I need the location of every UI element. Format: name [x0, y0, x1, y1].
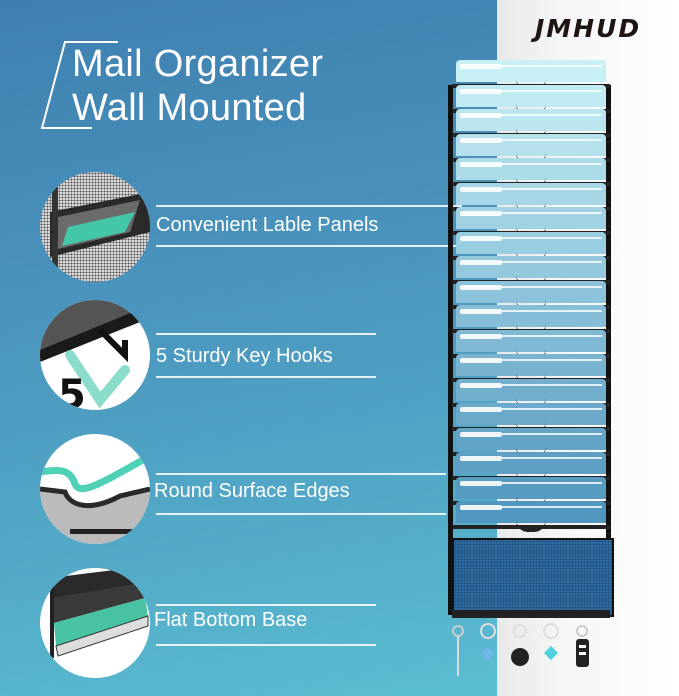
divider: [156, 644, 376, 646]
folder-tray: [456, 60, 606, 82]
bottom-tray: [452, 538, 614, 617]
feature-label: Round Surface Edges: [154, 480, 350, 502]
folder-tray: [456, 305, 606, 327]
folder-tray: [456, 280, 606, 303]
key-rail: [452, 610, 610, 618]
feature-label: 5 Sturdy Key Hooks: [156, 345, 333, 367]
frame-right: [606, 85, 611, 615]
folder-tray: [456, 427, 606, 450]
folder-tray: [456, 133, 606, 156]
page-title: Mail Organizer Wall Mounted: [72, 42, 323, 130]
feature-label: Flat Bottom Base: [154, 609, 308, 631]
folder-tray: [456, 182, 606, 205]
divider: [156, 376, 376, 378]
round-edge-icon: [40, 434, 150, 544]
title-line-2: Wall Mounted: [72, 87, 307, 129]
folder-tray: [456, 109, 606, 131]
brand-logo: JMHUD: [535, 14, 642, 43]
folder-tray: [456, 84, 606, 107]
folder-tray: [456, 329, 606, 352]
folder-tray: [456, 256, 606, 278]
divider: [156, 513, 446, 515]
folder-tray: [456, 378, 606, 401]
feature-label: Convenient Lable Panels: [156, 214, 379, 236]
divider: [156, 333, 376, 335]
folder-tray: [456, 207, 606, 229]
folder-tray: [456, 452, 606, 474]
divider: [156, 205, 462, 207]
keys-icon: [452, 623, 589, 676]
tray-edge: [452, 525, 610, 532]
folder-tray: [456, 501, 606, 523]
folder-tray: [456, 354, 606, 376]
folder-tray: [456, 158, 606, 180]
folder-tray: [456, 403, 606, 425]
folder-tray: [456, 231, 606, 254]
title-frame-decoration: [40, 41, 118, 129]
divider: [156, 604, 376, 606]
frame-left: [448, 85, 453, 615]
key-hook-icon: 5: [40, 300, 150, 410]
title-line-1: Mail Organizer: [72, 43, 324, 85]
mail-organizer-product-image: [448, 60, 618, 676]
folder-tray: [456, 476, 606, 499]
flat-base-icon: [40, 568, 150, 678]
divider: [156, 245, 462, 247]
divider: [156, 473, 446, 475]
label-panel-icon: [40, 172, 150, 282]
